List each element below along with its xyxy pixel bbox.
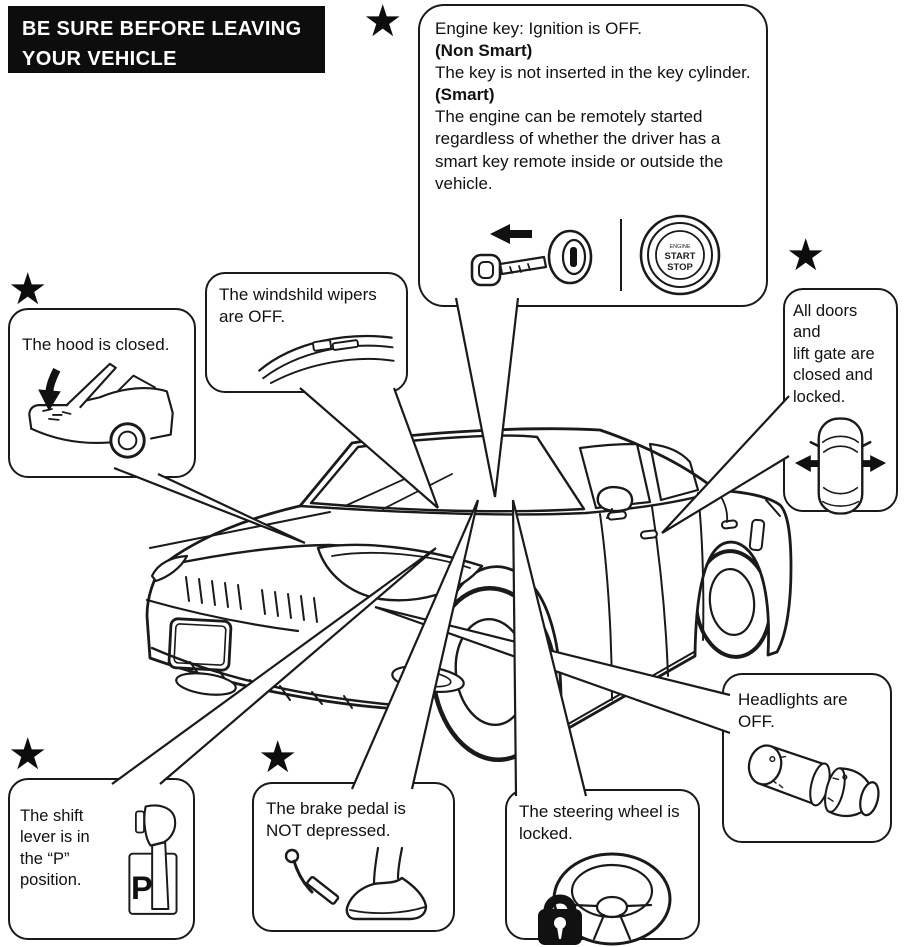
callout-headlights: Headlights are OFF. bbox=[722, 673, 892, 843]
engine-start-button-icon: ENGINE START STOP bbox=[639, 214, 721, 296]
engine-key-text: Engine key: Ignition is OFF. bbox=[435, 19, 642, 38]
star-icon: ★ bbox=[786, 230, 826, 281]
callout-engine-key: Engine key: Ignition is OFF. (Non Smart)… bbox=[418, 4, 768, 307]
button-label-engine: ENGINE bbox=[669, 244, 690, 250]
shift-text-line: lever is in bbox=[20, 828, 90, 847]
star-icon: ★ bbox=[8, 264, 48, 315]
brake-pedal-icon bbox=[284, 847, 427, 921]
button-label-stop: STOP bbox=[667, 262, 693, 273]
key-icon bbox=[470, 224, 593, 287]
side-mirror-icon bbox=[596, 486, 634, 513]
doors-text-line: All doors and bbox=[793, 302, 858, 342]
non-smart-text: The key is not inserted in the key cylin… bbox=[435, 63, 751, 83]
hood-open-car-icon bbox=[28, 362, 174, 459]
license-plate-icon bbox=[167, 617, 233, 672]
smart-label: (Smart) bbox=[435, 85, 495, 105]
doors-text-line: lift gate are bbox=[793, 344, 875, 363]
star-icon: ★ bbox=[363, 0, 403, 47]
doors-text-line: locked. bbox=[793, 387, 846, 406]
divider bbox=[620, 219, 622, 291]
headlight-stalk-icon bbox=[747, 744, 880, 818]
inward-arrow-left-icon bbox=[794, 455, 819, 473]
star-icon: ★ bbox=[8, 729, 48, 780]
callout-wipers: The windshild wipers are OFF. bbox=[205, 272, 408, 393]
shift-text-line: the “P” position. bbox=[20, 849, 82, 890]
page-title: BE SURE BEFORE LEAVING YOUR VEHICLE bbox=[8, 6, 325, 73]
foot-icon bbox=[345, 847, 427, 921]
left-arrow-icon bbox=[490, 224, 532, 244]
hood-text: The hood is closed. bbox=[22, 335, 170, 354]
smart-text: The engine can be remotely started regar… bbox=[435, 107, 724, 193]
wipers-text: The windshild wipers are OFF. bbox=[219, 285, 377, 327]
park-gear-label: P bbox=[131, 870, 153, 906]
callout-steering: The steering wheel is locked. bbox=[505, 789, 700, 946]
headlights-text: Headlights are OFF. bbox=[738, 690, 848, 732]
wiper-icon bbox=[258, 335, 395, 385]
steering-text: The steering wheel is locked. bbox=[519, 802, 680, 844]
callout-brake: The brake pedal is NOT depressed. bbox=[252, 782, 455, 932]
engine-key-illustrations: ENGINE START STOP bbox=[420, 213, 766, 297]
front-door-window bbox=[578, 442, 652, 510]
star-icon: ★ bbox=[258, 732, 298, 783]
steering-wheel-icon bbox=[537, 852, 671, 946]
button-label-start: START bbox=[665, 251, 696, 262]
callout-hood: The hood is closed. bbox=[8, 308, 196, 478]
title-line-1: BE SURE BEFORE LEAVING bbox=[22, 18, 302, 40]
shift-text-line: The shift bbox=[20, 807, 84, 825]
title-line-2: YOUR VEHICLE bbox=[22, 48, 177, 70]
car-top-view-icon bbox=[794, 417, 887, 515]
doors-text-line: closed and bbox=[793, 366, 873, 385]
callout-doors: All doors and lift gate are closed and l… bbox=[783, 288, 898, 515]
brake-text: The brake pedal is NOT depressed. bbox=[266, 799, 406, 841]
padlock-icon bbox=[537, 894, 582, 946]
callout-shift: The shift lever is in the “P” position. … bbox=[8, 778, 195, 940]
shift-gate-icon: P bbox=[128, 804, 178, 915]
non-smart-label: (Non Smart) bbox=[435, 41, 533, 61]
inward-arrow-right-icon bbox=[862, 455, 887, 473]
